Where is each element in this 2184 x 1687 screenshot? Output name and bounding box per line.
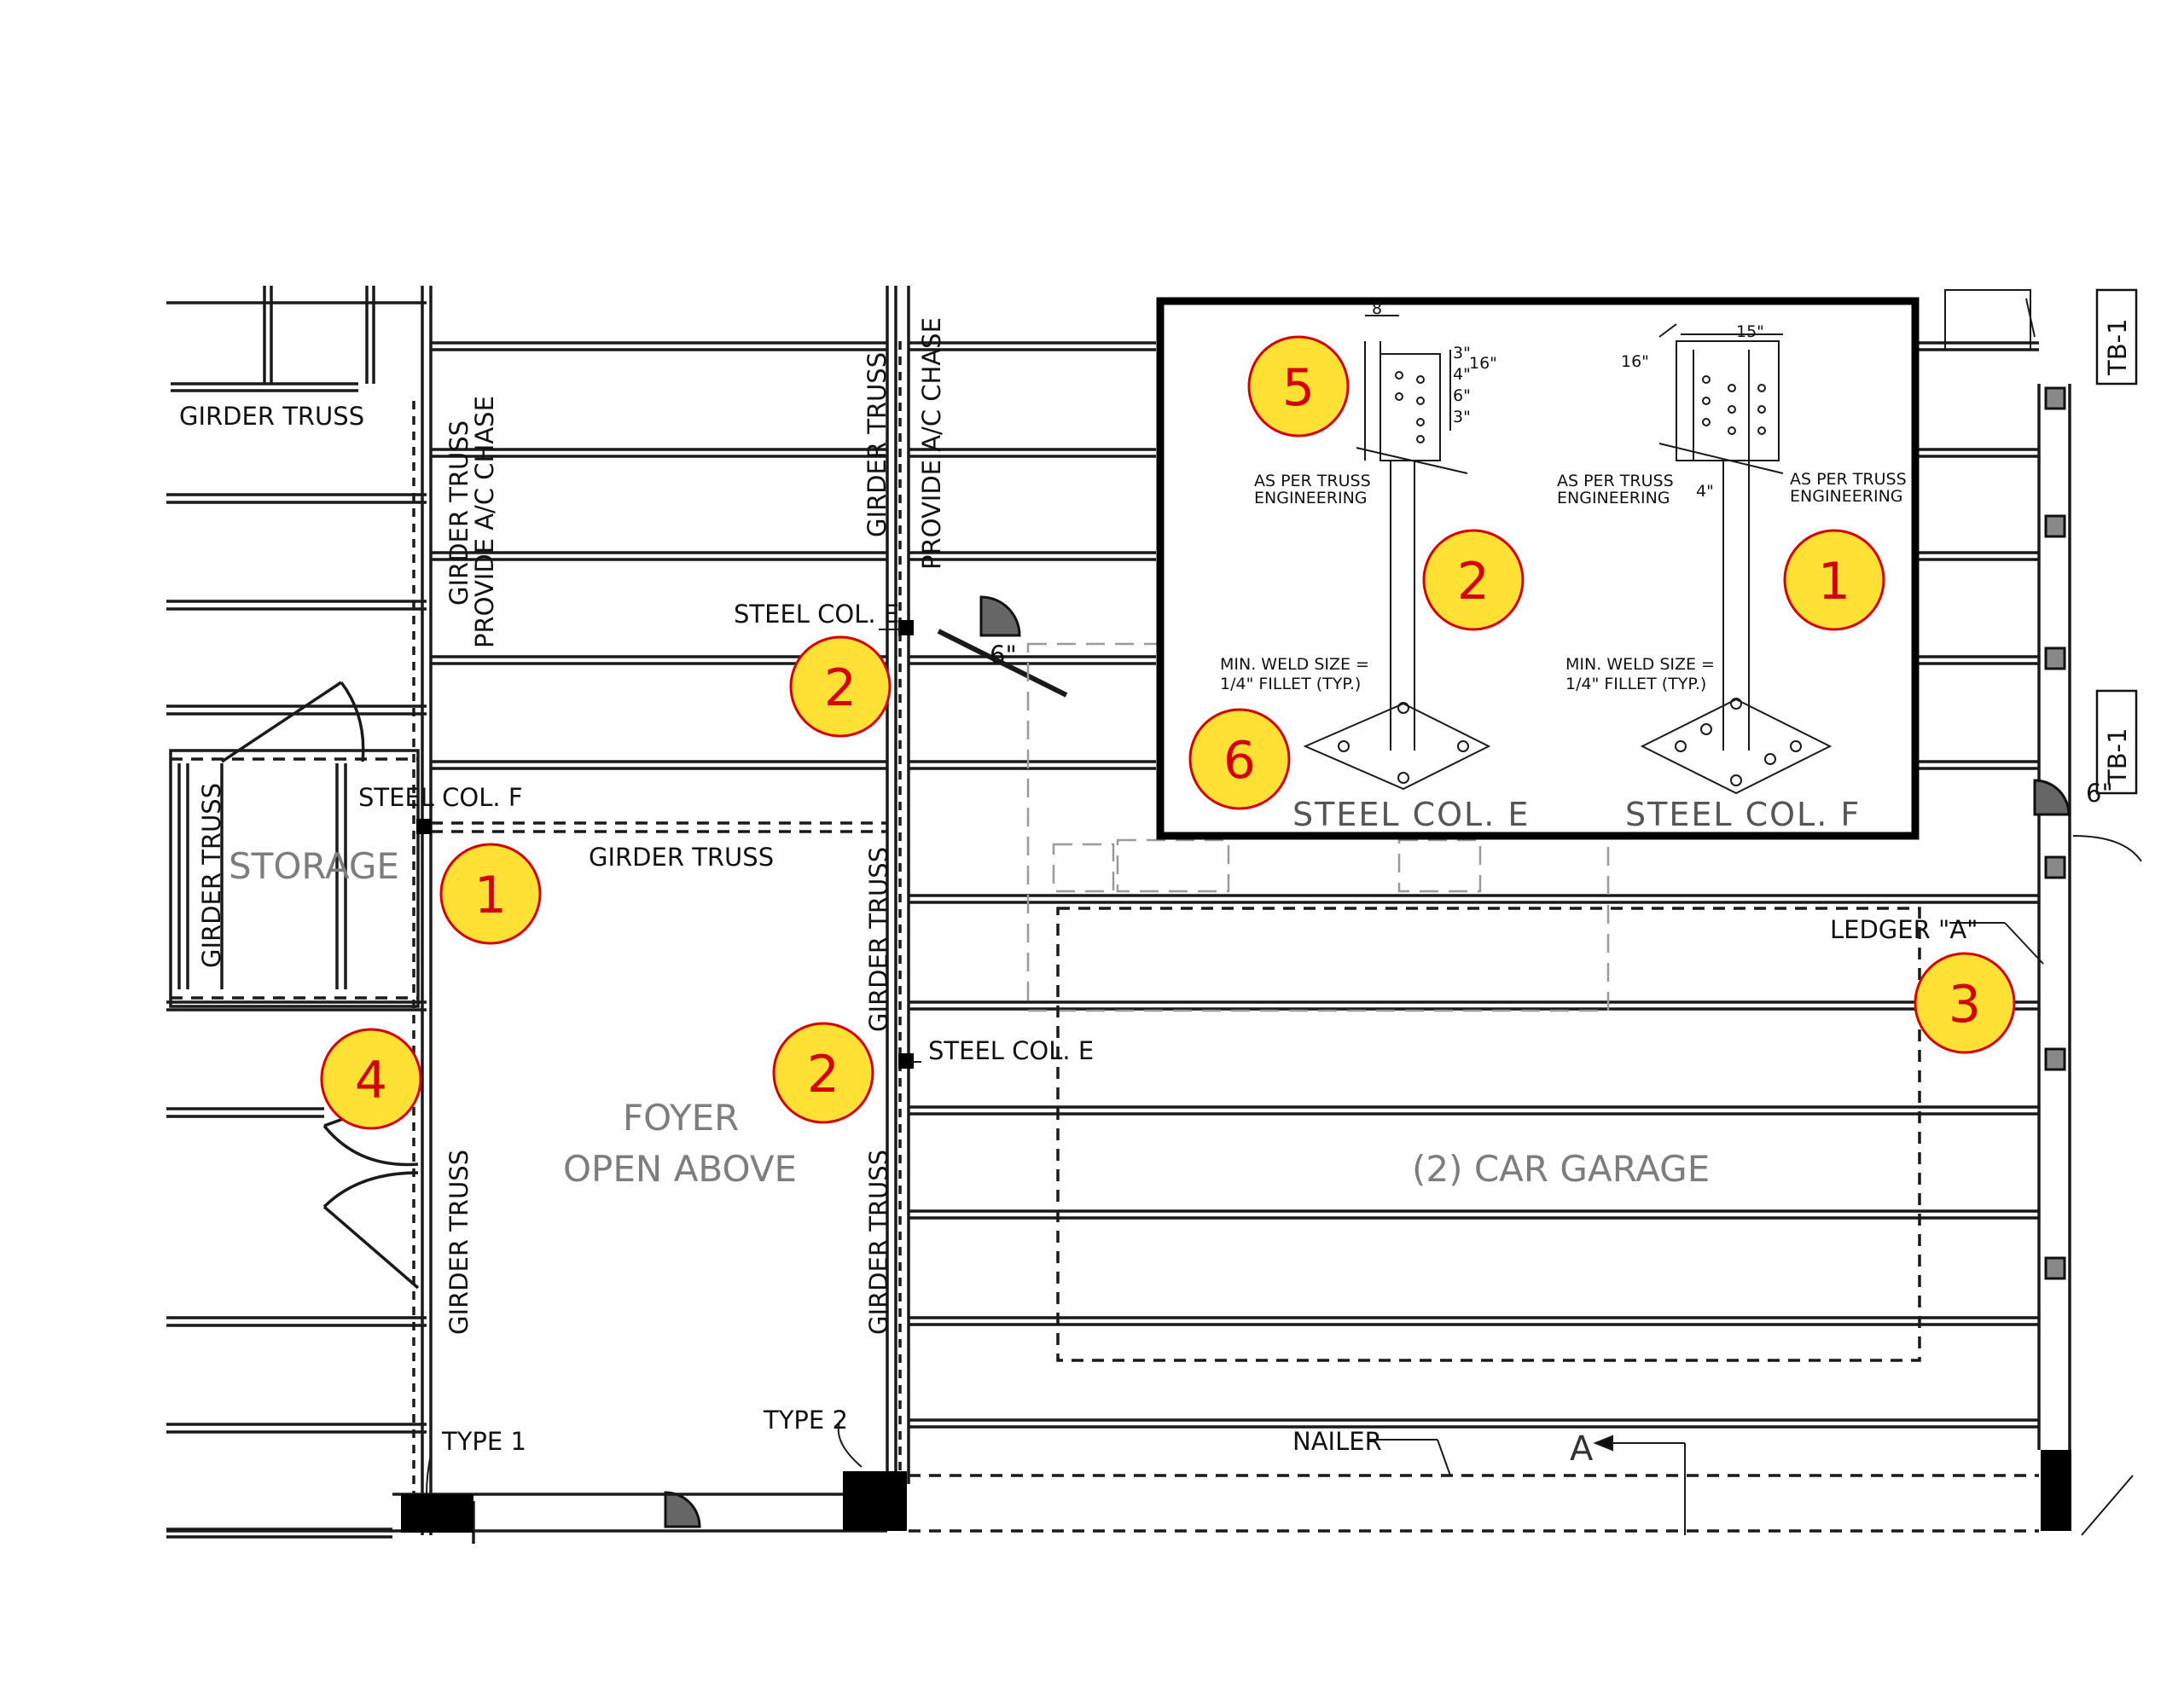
col-f-title: STEEL COL. F bbox=[1625, 796, 1861, 833]
weld-f-1: MIN. WELD SIZE = bbox=[1565, 655, 1715, 674]
provide-chase-label-v2: PROVIDE A/C CHASE bbox=[917, 317, 946, 570]
hatched-bearings bbox=[664, 595, 2071, 1528]
type1-label: TYPE 1 bbox=[441, 1427, 526, 1456]
marker-4-door-num: 4 bbox=[355, 1051, 387, 1110]
weld-f-2: 1/4" FILLET (TYP.) bbox=[1565, 675, 1706, 693]
ledger-label: LEDGER "A" bbox=[1830, 915, 1978, 944]
storage-door bbox=[221, 681, 365, 763]
girder-truss-label-v3: GIRDER TRUSS bbox=[864, 847, 893, 1032]
markers: 1 2 2 3 4 1 2 5 bbox=[320, 335, 2016, 1130]
dim-15: 15" bbox=[1736, 322, 1764, 341]
walls bbox=[421, 286, 2071, 1535]
marker-2-inset-num: 2 bbox=[1457, 552, 1490, 612]
storage-room bbox=[169, 749, 420, 1008]
nailer-label: NAILER bbox=[1292, 1427, 1382, 1456]
truss-lines-right bbox=[909, 341, 2039, 1429]
steel-col-e-label-mid: STEEL COL. E bbox=[928, 1036, 1094, 1065]
tb1-text-top: TB-1 bbox=[2103, 318, 2132, 376]
girder-truss-label-top: GIRDER TRUSS bbox=[179, 402, 364, 431]
marker-4-door[interactable]: 4 bbox=[320, 1028, 422, 1130]
foyer-label-1: FOYER bbox=[623, 1097, 739, 1139]
dim-3a: 3" bbox=[1453, 344, 1471, 362]
six-inch-dim-b: 6" bbox=[2086, 779, 2113, 808]
marker-2-inset[interactable]: 2 bbox=[1422, 529, 1525, 631]
marker-2-mid-num: 2 bbox=[807, 1045, 839, 1104]
marker-1-inset[interactable]: 1 bbox=[1783, 529, 1885, 631]
as-per-truss-e-1: AS PER TRUSS bbox=[1254, 472, 1371, 490]
truss-lines-middle bbox=[431, 341, 887, 770]
marker-2-top[interactable]: 2 bbox=[789, 635, 892, 738]
marker-1-storage[interactable]: 1 bbox=[439, 843, 542, 945]
marker-3-ledger-num: 3 bbox=[1949, 975, 1981, 1035]
truss-lines-left bbox=[166, 301, 427, 1539]
marker-5-inset[interactable]: 5 bbox=[1247, 335, 1350, 438]
marker-2-top-num: 2 bbox=[824, 658, 857, 718]
marker-6-inset-num: 6 bbox=[1223, 731, 1256, 791]
as-per-truss-e-2: ENGINEERING bbox=[1254, 489, 1368, 507]
steel-col-e-drawing bbox=[1303, 315, 1491, 791]
weld-e-2: 1/4" FILLET (TYP.) bbox=[1220, 675, 1361, 693]
col-e-title: STEEL COL. E bbox=[1292, 796, 1530, 833]
bottom-walls bbox=[166, 1474, 2039, 1544]
marker-5-inset-num: 5 bbox=[1282, 358, 1315, 418]
as-per-truss-f-2: ENGINEERING bbox=[1557, 489, 1670, 507]
type2-label: TYPE 2 bbox=[763, 1406, 848, 1435]
tb1-text-mid: TB-1 bbox=[2103, 728, 2132, 786]
foyer-girder bbox=[431, 821, 887, 833]
top-left-truss bbox=[171, 286, 375, 392]
girder-dashes bbox=[412, 341, 902, 1518]
parking-area bbox=[1056, 907, 1921, 1362]
marker-1-inset-num: 1 bbox=[1818, 552, 1850, 612]
girder-truss-label-v4: GIRDER TRUSS bbox=[444, 1150, 473, 1335]
as-per-truss-f-4: ENGINEERING bbox=[1790, 487, 1903, 506]
six-inch-dim-a: 6" bbox=[990, 641, 1017, 670]
dim-16a: 16" bbox=[1469, 354, 1497, 373]
storage-room-label: STORAGE bbox=[229, 845, 399, 887]
right-windows bbox=[2044, 386, 2066, 1280]
dim-8: 8 bbox=[1372, 299, 1382, 318]
girder-truss-label-v2: GIRDER TRUSS bbox=[863, 352, 892, 537]
steel-col-e-label-top: STEEL COL. E bbox=[734, 600, 899, 629]
marker-2-mid[interactable]: 2 bbox=[772, 1022, 874, 1124]
dim-3b: 3" bbox=[1453, 408, 1471, 426]
leader-lines bbox=[426, 629, 2044, 1535]
bottom-columns bbox=[401, 620, 2071, 1533]
garage-label: (2) CAR GARAGE bbox=[1412, 1148, 1710, 1190]
weld-e-1: MIN. WELD SIZE = bbox=[1220, 655, 1369, 674]
as-per-truss-f-3: AS PER TRUSS bbox=[1790, 470, 1907, 489]
marker-3-ledger[interactable]: 3 bbox=[1914, 952, 2016, 1054]
girder-truss-label-v5: GIRDER TRUSS bbox=[864, 1150, 893, 1335]
as-per-truss-f-1: AS PER TRUSS bbox=[1557, 472, 1674, 490]
tb1-tag-top: TB-1 bbox=[2095, 288, 2138, 386]
provide-chase-label-v1: PROVIDE A/C CHASE bbox=[470, 396, 499, 648]
dim-6: 6" bbox=[1453, 386, 1471, 405]
steel-col-f-drawing bbox=[1640, 323, 1833, 795]
dim-4b: 4" bbox=[1696, 482, 1714, 501]
right-edge-details bbox=[1944, 289, 2142, 1536]
steel-col-f-label: STEEL COL. F bbox=[358, 783, 523, 812]
marker-1-storage-num: 1 bbox=[474, 866, 507, 925]
girder-truss-label-storage: GIRDER TRUSS bbox=[197, 783, 226, 968]
girder-truss-label-v1: GIRDER TRUSS bbox=[444, 420, 473, 606]
girder-truss-label-foyer: GIRDER TRUSS bbox=[589, 843, 774, 872]
section-a-label: A bbox=[1570, 1429, 1594, 1469]
dim-4: 4" bbox=[1453, 365, 1471, 384]
tb1-tag-mid: TB-1 bbox=[2095, 689, 2138, 795]
dim-16b: 16" bbox=[1621, 352, 1649, 371]
marker-6-inset[interactable]: 6 bbox=[1188, 708, 1291, 810]
foyer-label-2: OPEN ABOVE bbox=[563, 1148, 797, 1190]
